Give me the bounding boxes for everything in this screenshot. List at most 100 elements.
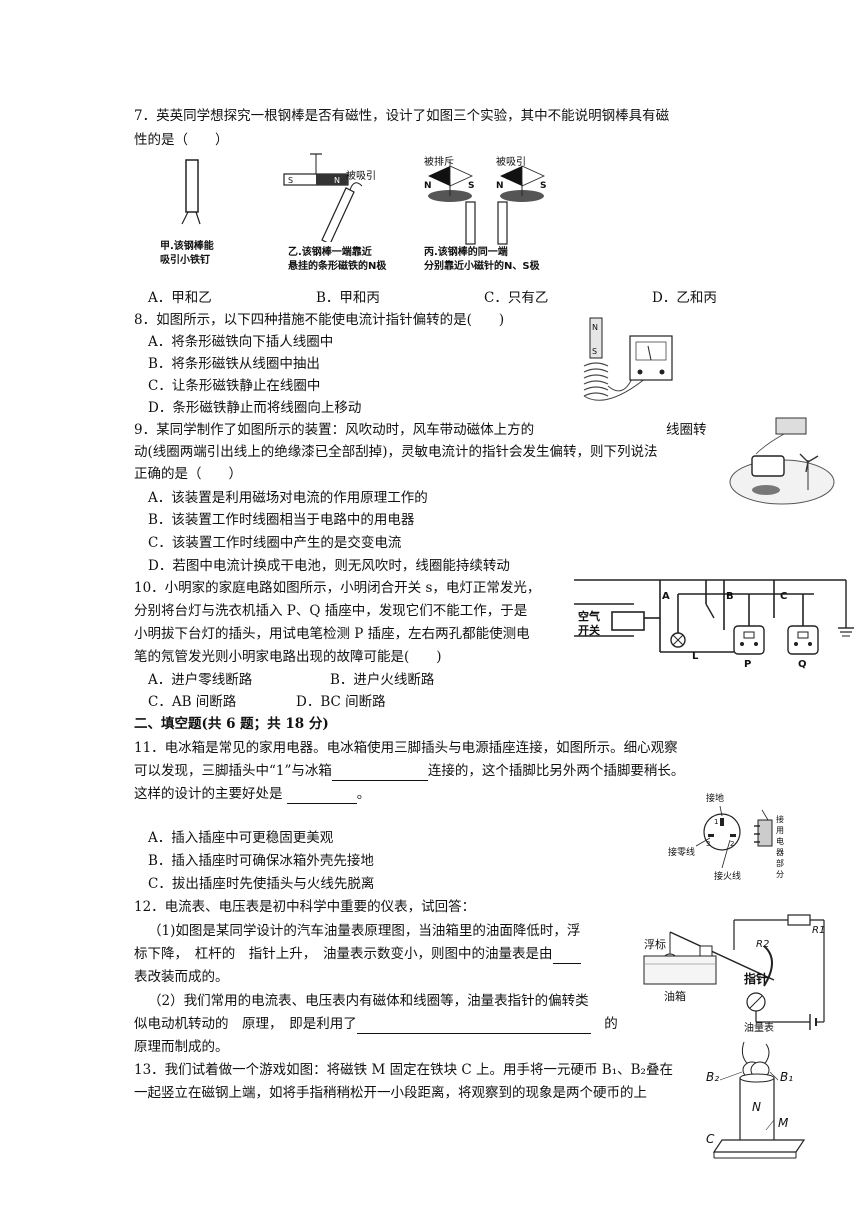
q9-stem-line2: 动(线圈两端引出线上的绝缘漆已全部刮掉)，灵敏电流计的指针会发生偏转，则下列说法 (134, 444, 658, 460)
q10-node-c: C (780, 591, 788, 602)
fuel-gauge-circuit-diagram (643, 914, 825, 1030)
q10-stem-line4: 笔的氖管发光则小明家电路出现的故障可能是( ) (134, 649, 442, 665)
q11-blank-2[interactable] (286, 789, 357, 804)
q10-option-c[interactable]: C．AB 间断路 (148, 694, 237, 710)
q11-appliance-char: 部 (776, 859, 784, 868)
q12-r2-label: R2 (756, 939, 770, 950)
q11-line2-before-blank: 可以发现，三脚插头中“1”与冰箱 (134, 763, 332, 779)
q13-b2-label: B₂ (706, 1070, 720, 1084)
q9-option-c[interactable]: C．该装置工作时线圈中产生的是交变电流 (148, 535, 402, 551)
q9-stem-line1b: 线圈转 (666, 422, 707, 438)
q12-part1-line3: 表改装而成的。 (134, 969, 229, 985)
q11-appliance-char: 器 (776, 848, 784, 857)
q7-option-d[interactable]: D．乙和丙 (652, 290, 717, 306)
hanging-bar-magnet-illustration: S N (283, 153, 363, 245)
q11-appliance-char: 接 (776, 815, 784, 824)
q11-live-label: 接火线 (714, 872, 742, 882)
magnet-coins-illustration (712, 1041, 806, 1159)
svg-text:S: S (468, 181, 474, 191)
q13-b1-label: B₁ (780, 1070, 794, 1084)
q7-option-c[interactable]: C．只有乙 (484, 290, 549, 306)
q10-node-a: A (662, 591, 670, 602)
svg-text:S: S (540, 181, 546, 191)
q11-option-c[interactable]: C．拔出插座时先使插头与火线先脱离 (148, 876, 375, 892)
q11-line3-before-blank: 这样的设计的主要好处是 (134, 786, 283, 802)
q12-part1-line2: 标下降， 杠杆的 指针上升， 油量表示数变小，则图中的油量表是由 (134, 944, 581, 964)
q12-part2-line2: 似电动机转动的 原理， 即是利用了 的 (134, 1014, 618, 1034)
q11-three-pin-plug-figure: 1 2 3 接地 接零线 接火线 接用电器部分 (660, 790, 790, 902)
q10-lamp-label: L (692, 651, 699, 662)
q7-jia-caption-1: 甲.该钢棒能 (160, 241, 214, 252)
q13-c-label: C (706, 1132, 715, 1146)
q10-stem-line3: 小明拔下台灯的插头，用试电笔检测 P 插座，左右两孔都能使测电 (134, 626, 530, 642)
q7-figure-bing: N S N S 被排斥 被吸引 丙.该钢棒的同一端 分别靠近小磁针的N、S极 (420, 152, 590, 278)
q10-node-b: B (726, 591, 734, 602)
q11-line3-after-blank: 。 (356, 786, 371, 802)
compass-needles-illustration: N S N S (424, 165, 546, 245)
q13-stem-line2: 一起竖立在磁钢上端，如将手指稍稍松开一小段距离，将观察到的现象是两个硬币的上 (134, 1085, 647, 1101)
q7-option-b[interactable]: B．甲和丙 (316, 290, 380, 306)
q11-line2-after-blank: 连接的，这个插脚比另外两个插脚要稍长。 (427, 763, 685, 779)
q8-option-c[interactable]: C．让条形磁铁静止在线圈中 (148, 378, 321, 394)
q7-yi-caption-1: 乙.该钢棒一端靠近 (288, 247, 372, 258)
svg-text:3: 3 (706, 840, 710, 848)
q12-stem: 12．电流表、电压表是初中科学中重要的仪表，试回答： (134, 899, 476, 915)
svg-text:N: N (424, 181, 432, 191)
q10-socket-q-label: Q (798, 659, 807, 670)
q11-option-b[interactable]: B．插入插座时可确保冰箱外壳先接地 (148, 853, 374, 869)
q7-yi-caption-2: 悬挂的条形磁铁的N极 (288, 261, 387, 272)
q8-stem: 8．如图所示，以下四种措施不能使电流计指针偏转的是( ) (134, 312, 505, 328)
q11-option-a[interactable]: A．插入插座中可更稳固更美观 (148, 830, 334, 846)
q8-galvanometer-figure: N S (576, 316, 686, 412)
q12-r1-label: R1 (812, 925, 826, 936)
q7-option-a[interactable]: A．甲和乙 (148, 290, 212, 306)
q12-part1-line1: （1)如图是某同学设计的汽车油量表原理图，当油箱里的油面降低时，浮 (148, 923, 581, 939)
q7-jia-caption-2: 吸引小铁钉 (160, 255, 210, 266)
q11-ground-label: 接地 (706, 794, 725, 804)
household-circuit-diagram (574, 579, 854, 655)
q12-pointer-label: 指针 (744, 972, 769, 986)
q10-switch-label-2: 开关 (578, 624, 600, 637)
q12-gauge-label: 油量表 (744, 1023, 774, 1034)
q7-stem-line1: 7．英英同学想探究一根钢棒是否有磁性，设计了如图三个实验，其中不能说明钢棒具有磁 (134, 108, 670, 124)
q11-appliance-char: 用 (776, 826, 784, 835)
q12-blank-1[interactable] (552, 949, 581, 964)
q11-appliance-char: 电 (776, 837, 784, 846)
q10-socket-p-label: P (744, 659, 752, 670)
q8-option-d[interactable]: D．条形磁铁静止而将线圈向上移动 (148, 400, 362, 416)
svg-text:2: 2 (730, 840, 734, 848)
q12-part2-line2-after: 的 (604, 1016, 618, 1032)
q10-option-d[interactable]: D．BC 间断路 (296, 694, 386, 710)
q12-part2-line1: （2）我们常用的电流表、电压表内有磁体和线圈等，油量表指针的偏转类 (148, 993, 589, 1009)
q9-stem-line1a: 9．某同学制作了如图所示的装置：风吹动时，风车带动磁体上方的 (134, 422, 535, 438)
q9-option-d[interactable]: D．若图中电流计换成干电池，则无风吹时，线圈能持续转动 (148, 558, 510, 574)
svg-text:S: S (592, 347, 597, 356)
q12-part1-line2-text: 标下降， 杠杆的 指针上升， 油量表示数变小，则图中的油量表是由 (134, 946, 553, 962)
q7-figure-jia: 甲.该钢棒能 吸引小铁钉 (160, 158, 240, 278)
coil-magnet-galvanometer-illustration: N S (583, 317, 673, 401)
q9-option-a[interactable]: A．该装置是利用磁场对电流的作用原理工作的 (148, 490, 428, 506)
q9-stem-line3: 正确的是（ ） (134, 466, 242, 482)
q10-switch-label-1: 空气 (578, 610, 600, 623)
q11-appliance-char: 分 (776, 870, 784, 879)
q7-bing-attracted-label: 被吸引 (496, 157, 526, 168)
three-pin-plug-illustration: 1 2 3 (695, 805, 773, 869)
q8-option-a[interactable]: A．将条形磁铁向下插人线圈中 (148, 334, 334, 350)
q11-stem-line1: 11．电冰箱是常见的家用电器。电冰箱使用三脚插头与电源插座连接，如图所示。细心观… (134, 740, 678, 756)
q7-bing-caption-1: 丙.该钢棒的同一端 (424, 247, 508, 258)
q8-option-b[interactable]: B．将条形磁铁从线圈中抽出 (148, 356, 320, 372)
q7-bing-repelled-label: 被排斥 (424, 157, 454, 168)
q10-option-b[interactable]: B．进户火线断路 (330, 672, 435, 688)
q13-stem-line1: 13．我们试着做一个游戏如图：将磁铁 M 固定在铁块 C 上。用手将一元硬币 B… (134, 1062, 673, 1078)
section-2-heading: 二、填空题(共 6 题；共 18 分) (134, 716, 329, 732)
q12-blank-2[interactable] (356, 1019, 591, 1034)
q11-stem-line2: 可以发现，三脚插头中“1”与冰箱 连接的，这个插脚比另外两个插脚要稍长。 (134, 761, 684, 781)
q9-option-b[interactable]: B．该装置工作时线圈相当于电路中的用电器 (148, 512, 415, 528)
q11-blank-1[interactable] (331, 766, 428, 781)
q10-option-a[interactable]: A．进户零线断路 (148, 672, 253, 688)
q11-appliance-label: 接用电器部分 (776, 814, 786, 880)
q7-stem-line2: 性的是（ ） (134, 132, 229, 148)
q10-household-circuit-figure: 空气 开关 A B C L P Q (574, 574, 858, 674)
svg-text:N: N (334, 176, 340, 185)
q12-fuel-gauge-figure: 浮标 油箱 指针 油量表 R2 R1 (640, 910, 840, 1040)
